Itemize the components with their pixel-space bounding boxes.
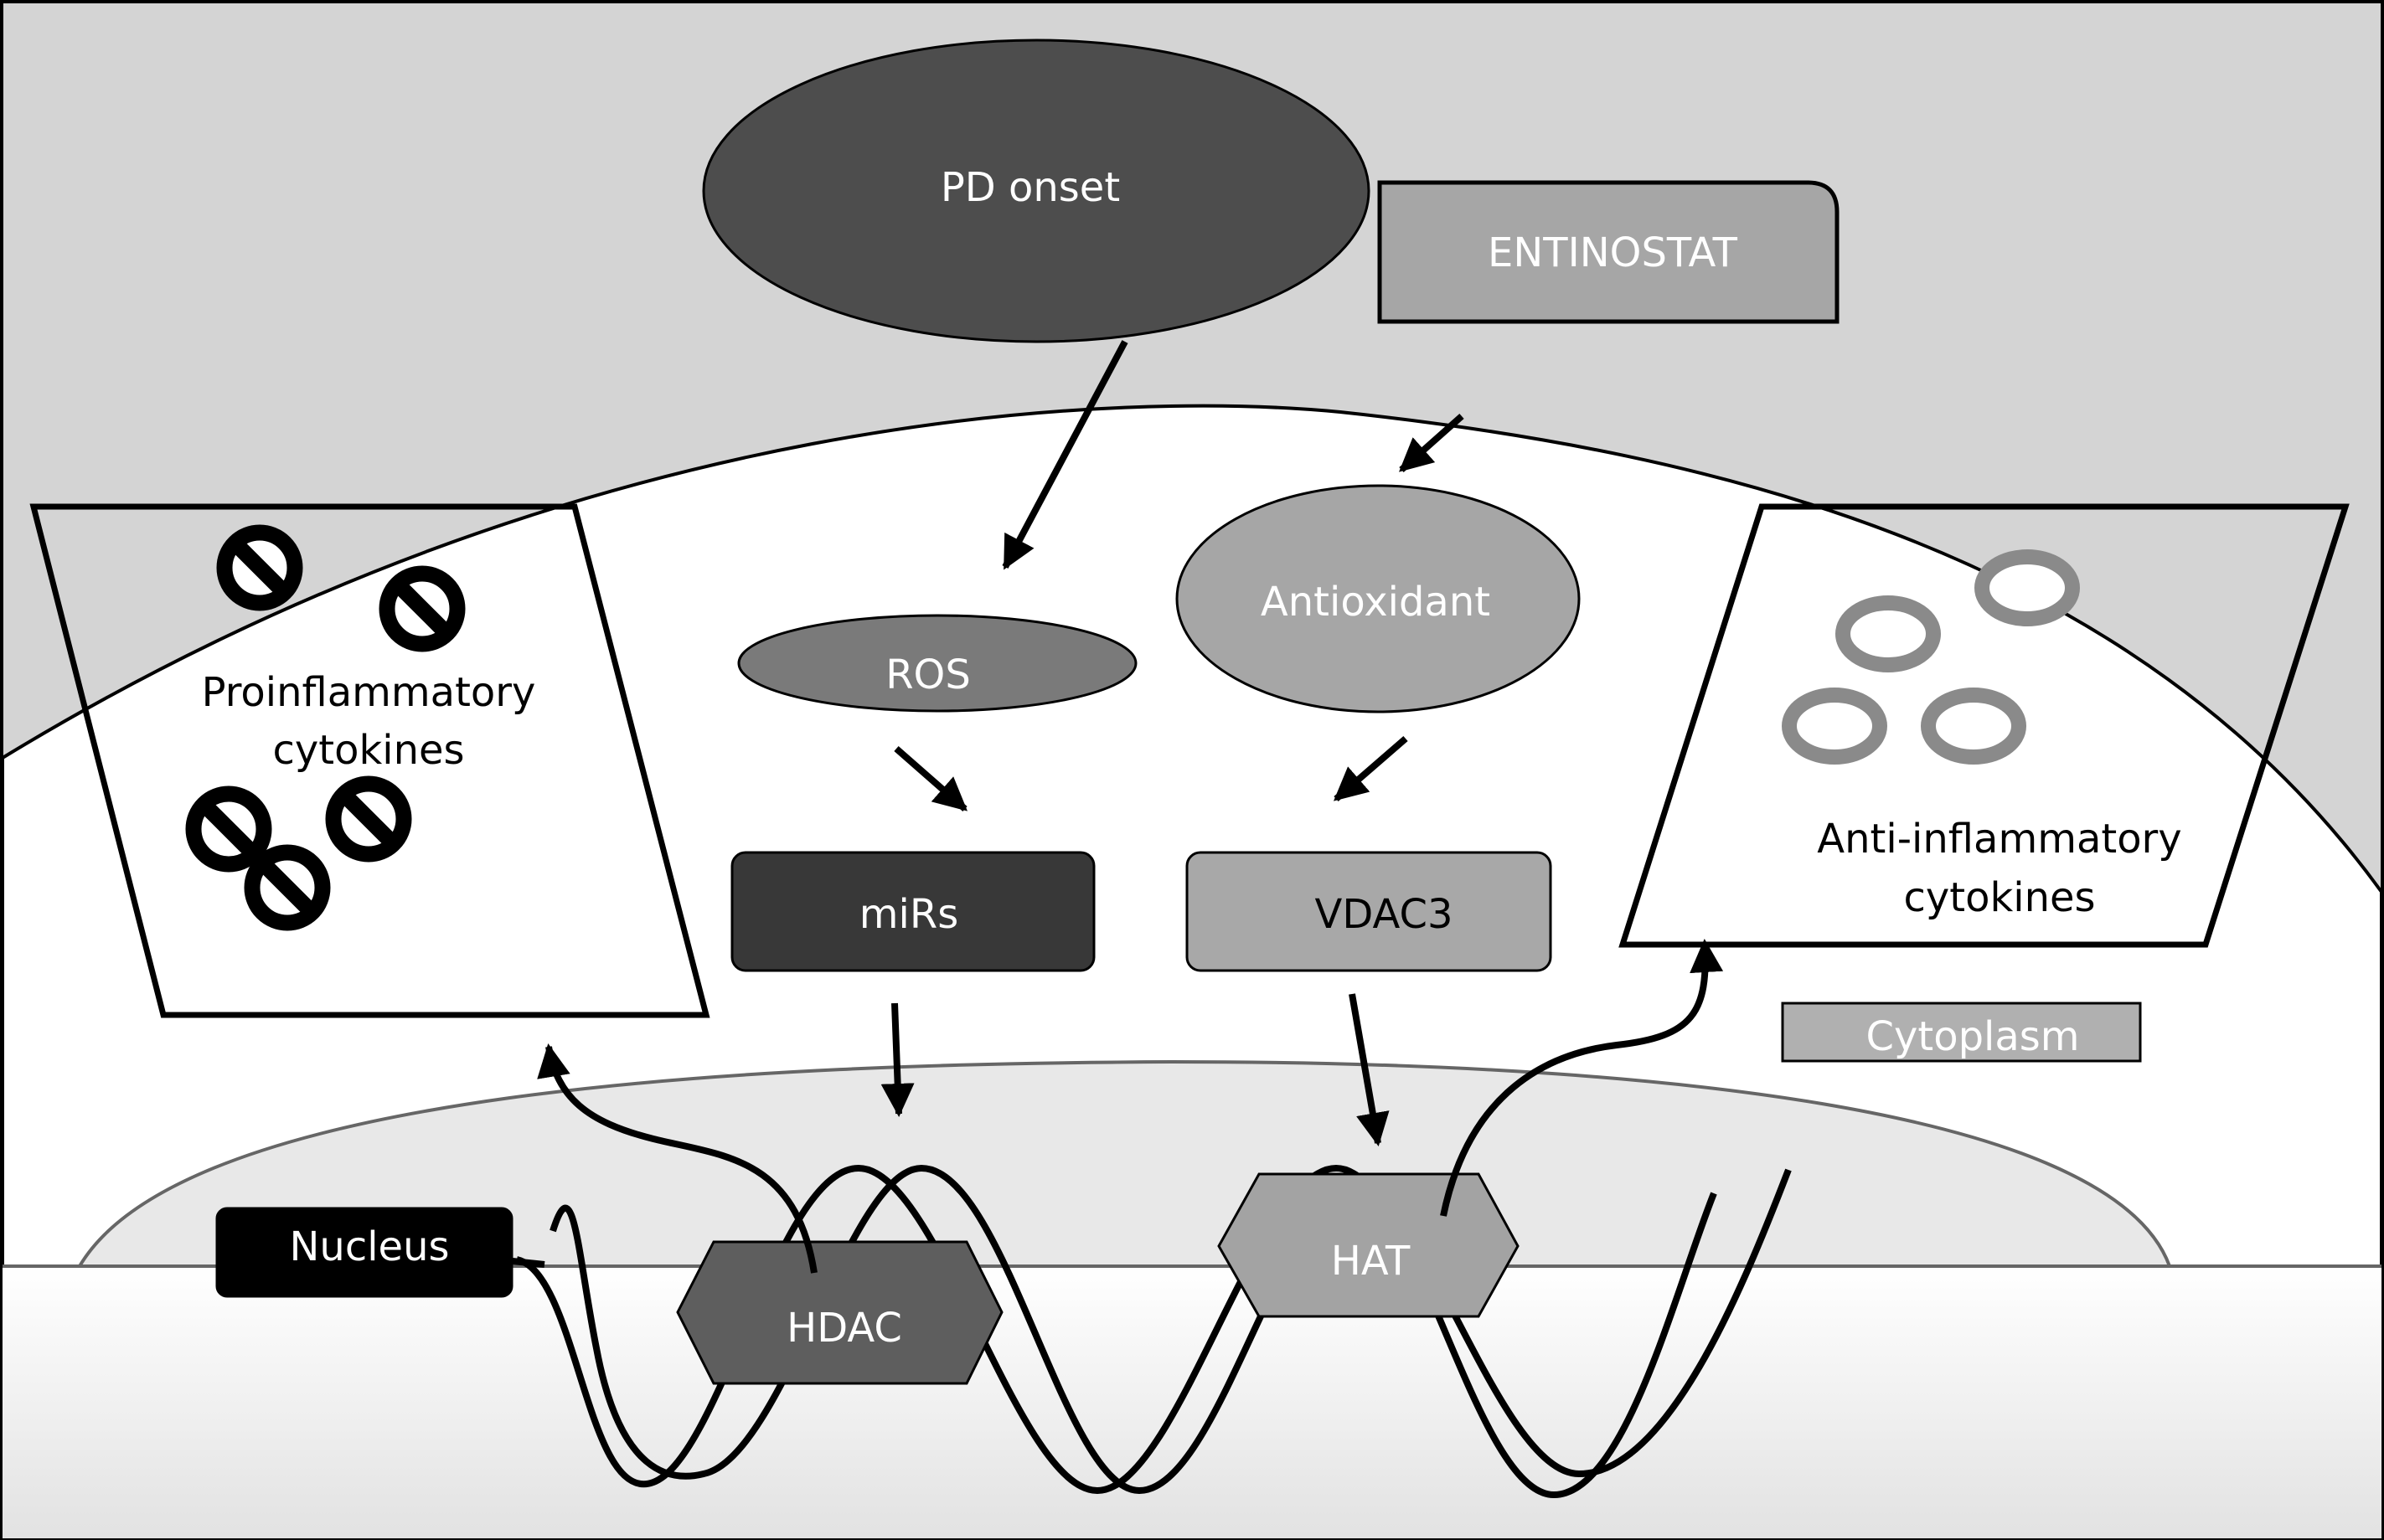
ring-icon [1835, 595, 1941, 672]
pd-onset-label: PD onset [941, 164, 1120, 211]
arrow-hdac-to-proinflammatory [537, 1043, 818, 1274]
nucleus-label-box [215, 1207, 513, 1298]
ros-node [737, 614, 1138, 713]
vdac3-label: VDAC3 [1315, 891, 1453, 938]
nucleus-label: Nucleus [289, 1223, 449, 1270]
anti-inflammatory-label-line1: Anti-inflammatory [1817, 816, 2181, 863]
arrow-hat-to-anti-inflammatory [1440, 939, 1724, 1217]
proinflammatory-label-line2: cytokines [272, 727, 464, 774]
arrow-vdac3-to-hat [1349, 993, 1390, 1146]
pd-onset-node [702, 39, 1370, 343]
entinostat-node [1377, 180, 1840, 324]
antioxidant-node [1175, 484, 1581, 713]
hdac-label: HDAC [787, 1305, 902, 1352]
proinflammatory-box [29, 503, 710, 1018]
prohibition-icon [244, 844, 331, 931]
vdac3-node [1185, 851, 1552, 972]
nucleus-label-connector [512, 1258, 545, 1268]
ring-icon [1782, 688, 1887, 765]
arrow-pd-onset-to-ros [1002, 340, 1128, 570]
ros-label: ROS [885, 652, 971, 698]
cytoplasm-label: Cytoplasm [1865, 1013, 2079, 1060]
proinflammatory-label-line1: Proinflammatory [202, 669, 536, 716]
anti-inflammatory-label-line2: cytokines [1903, 874, 2095, 921]
prohibition-icon [185, 785, 272, 873]
mirs-label: miRs [859, 891, 958, 938]
hdac-node [676, 1240, 1004, 1385]
antioxidant-label: Antioxidant [1261, 579, 1490, 626]
nucleus-membrane [76, 1059, 2172, 1268]
prohibition-icon [325, 775, 412, 863]
nucleus-band [3, 1266, 2381, 1538]
arrow-antioxidant-to-vdac3 [1333, 735, 1408, 802]
hat-label: HAT [1331, 1238, 1411, 1285]
mirs-node [730, 851, 1096, 972]
cytoplasm-label-box [1781, 1002, 2142, 1063]
prohibition-icon [216, 524, 303, 611]
prohibition-icon [379, 565, 466, 652]
arrow-entinostat-to-antioxidant [1399, 414, 1464, 472]
entinostat-label: ENTINOSTAT [1488, 229, 1738, 276]
ring-icon [1974, 549, 2080, 626]
arrow-ros-to-mirs [894, 745, 968, 812]
arrow-mirs-to-nucleus [880, 1002, 915, 1117]
dna-strand [550, 1164, 1792, 1495]
ring-icon [1921, 688, 2026, 765]
anti-inflammatory-box [1618, 503, 2350, 948]
